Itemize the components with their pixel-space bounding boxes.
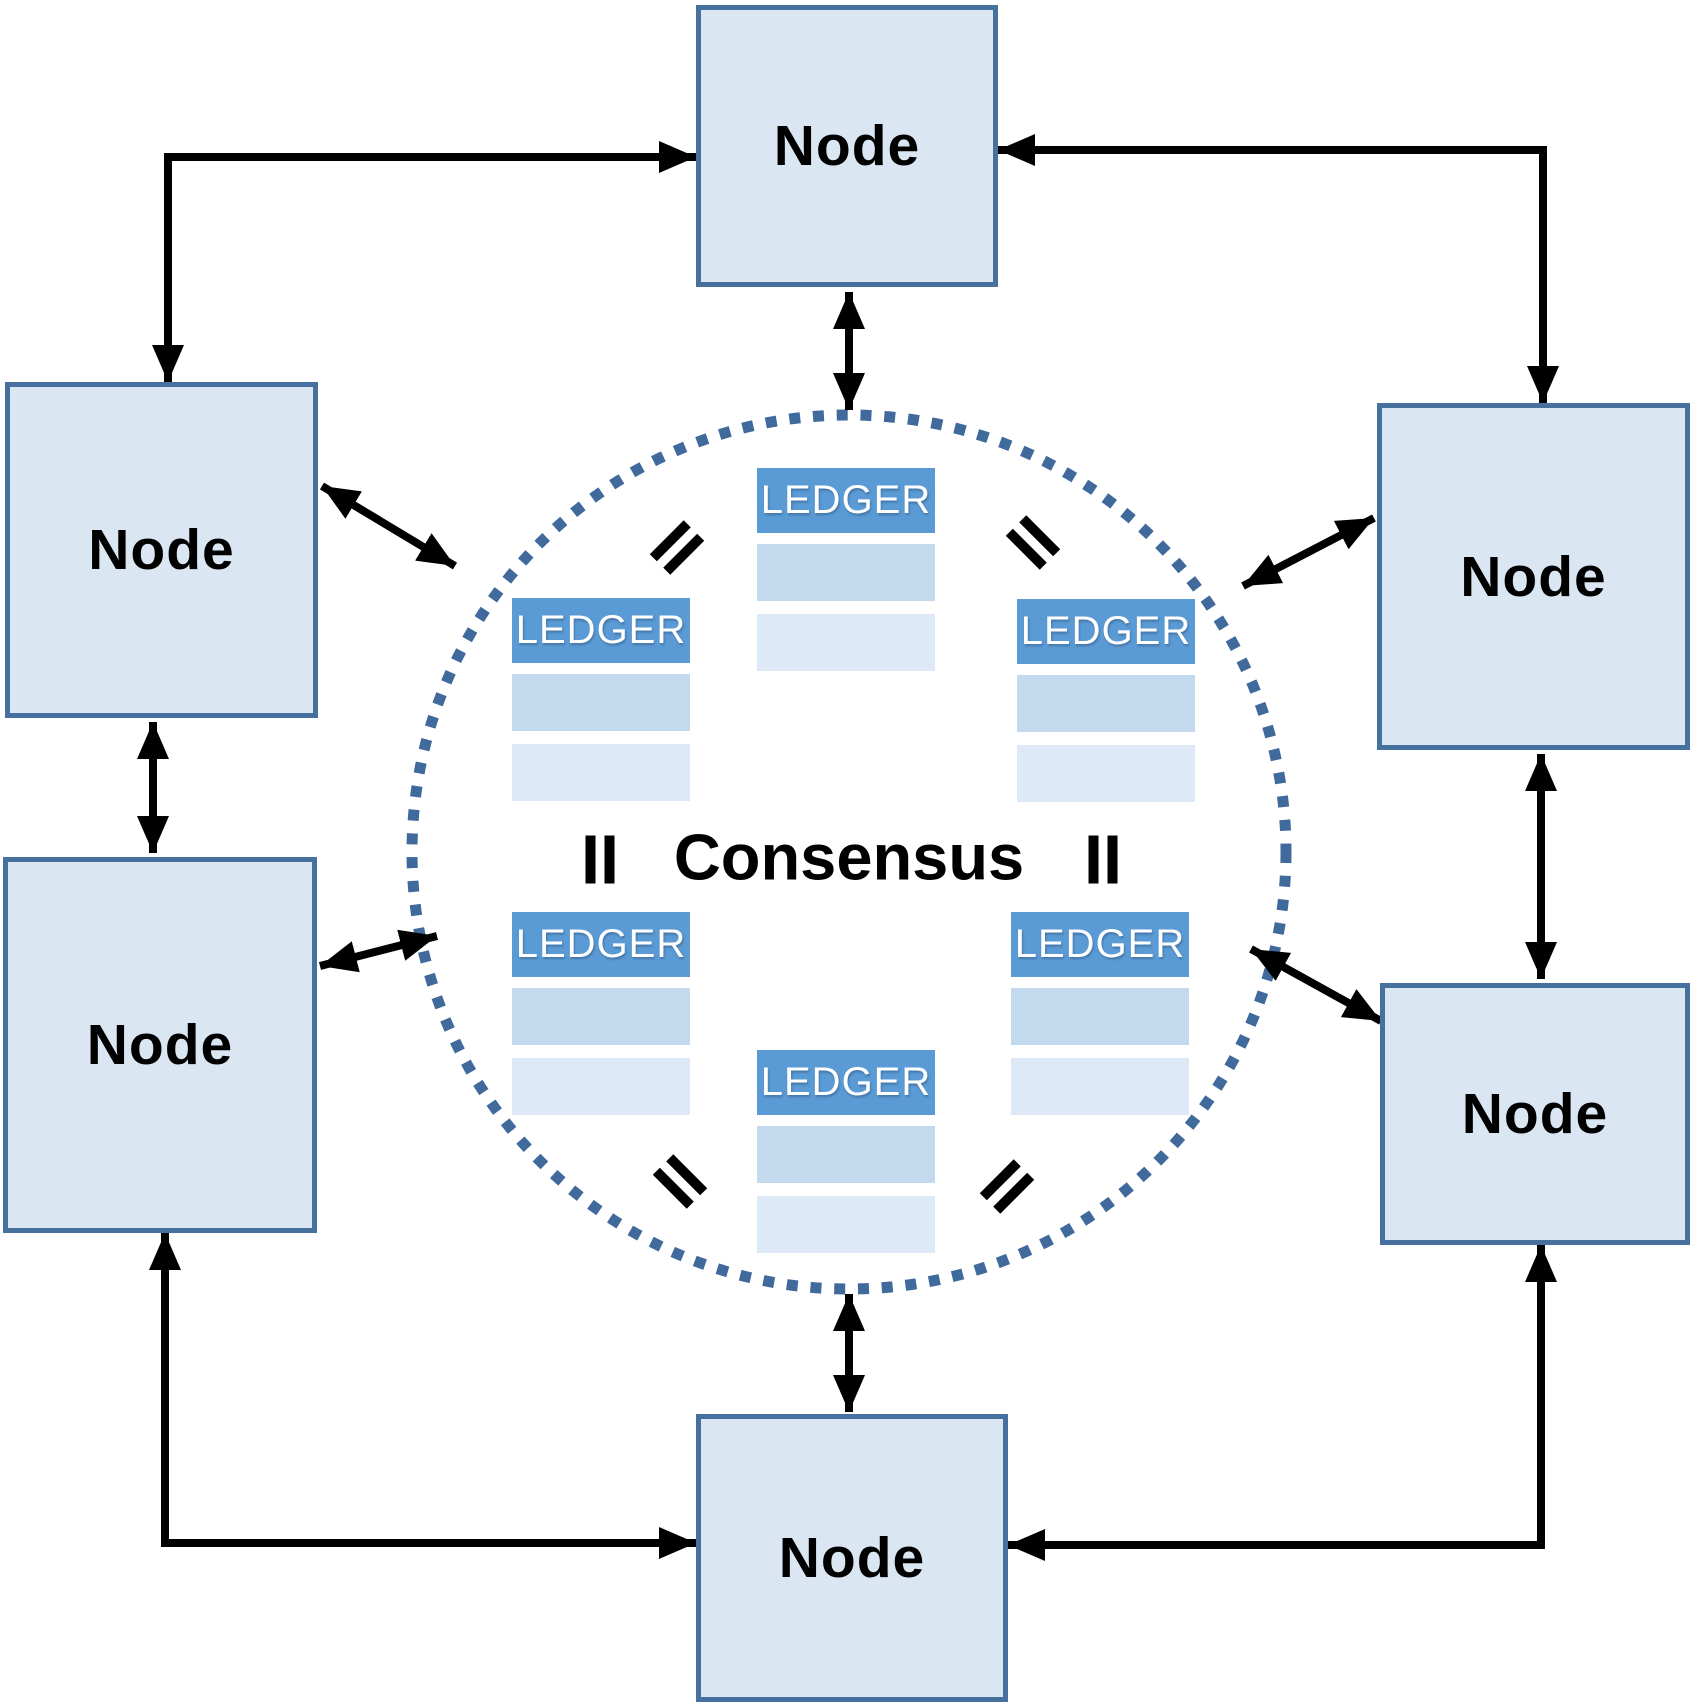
- ledger-header: LEDGER: [1011, 912, 1189, 977]
- ledger-row: [757, 1126, 935, 1183]
- node-box-upper-right: Node: [1377, 403, 1690, 750]
- ledger-row: [1017, 745, 1195, 802]
- ledger-row: [757, 1196, 935, 1253]
- ledger-upper-left: LEDGER: [512, 598, 690, 801]
- arrow-corner-top-right: [998, 134, 1559, 403]
- equals-icon: [585, 835, 615, 884]
- ledger-row: [512, 744, 690, 801]
- ledger-row: [512, 988, 690, 1045]
- ledger-lower-left: LEDGER: [512, 912, 690, 1115]
- node-box-bottom: Node: [696, 1414, 1008, 1702]
- ledger-header: LEDGER: [512, 912, 690, 977]
- arrow-upper-left-diagonal: [319, 482, 458, 570]
- ledger-row: [757, 544, 935, 601]
- ledger-row: [512, 1058, 690, 1115]
- ledger-header: LEDGER: [1017, 599, 1195, 664]
- consensus-label: Consensus: [673, 820, 1025, 894]
- arrow-corner-bottom-right: [1008, 1245, 1557, 1561]
- arrow-lower-right-diagonal: [1249, 945, 1383, 1025]
- ledger-top-center: LEDGER: [757, 468, 935, 671]
- node-box-lower-right: Node: [1380, 983, 1690, 1245]
- arrow-lower-left-diagonal: [319, 929, 438, 973]
- consensus-circle: [406, 409, 1292, 1295]
- arrow-corner-bottom-left: [149, 1233, 696, 1559]
- equals-icon: [1088, 835, 1118, 884]
- node-box-upper-left: Node: [5, 382, 318, 718]
- ledger-header: LEDGER: [512, 598, 690, 663]
- ledger-bottom-center: LEDGER: [757, 1050, 935, 1253]
- ledger-header: LEDGER: [757, 1050, 935, 1115]
- arrow-upper-right-diagonal: [1241, 514, 1376, 590]
- ledger-upper-right: LEDGER: [1017, 599, 1195, 802]
- ledger-row: [757, 614, 935, 671]
- ledger-lower-right: LEDGER: [1011, 912, 1189, 1115]
- ledger-row: [1011, 1058, 1189, 1115]
- ledger-row: [512, 674, 690, 731]
- node-box-top: Node: [696, 5, 998, 287]
- ledger-header: LEDGER: [757, 468, 935, 533]
- ledger-row: [1017, 675, 1195, 732]
- ledger-row: [1011, 988, 1189, 1045]
- arrow-corner-top-left: [152, 141, 696, 382]
- node-box-lower-left: Node: [3, 857, 317, 1233]
